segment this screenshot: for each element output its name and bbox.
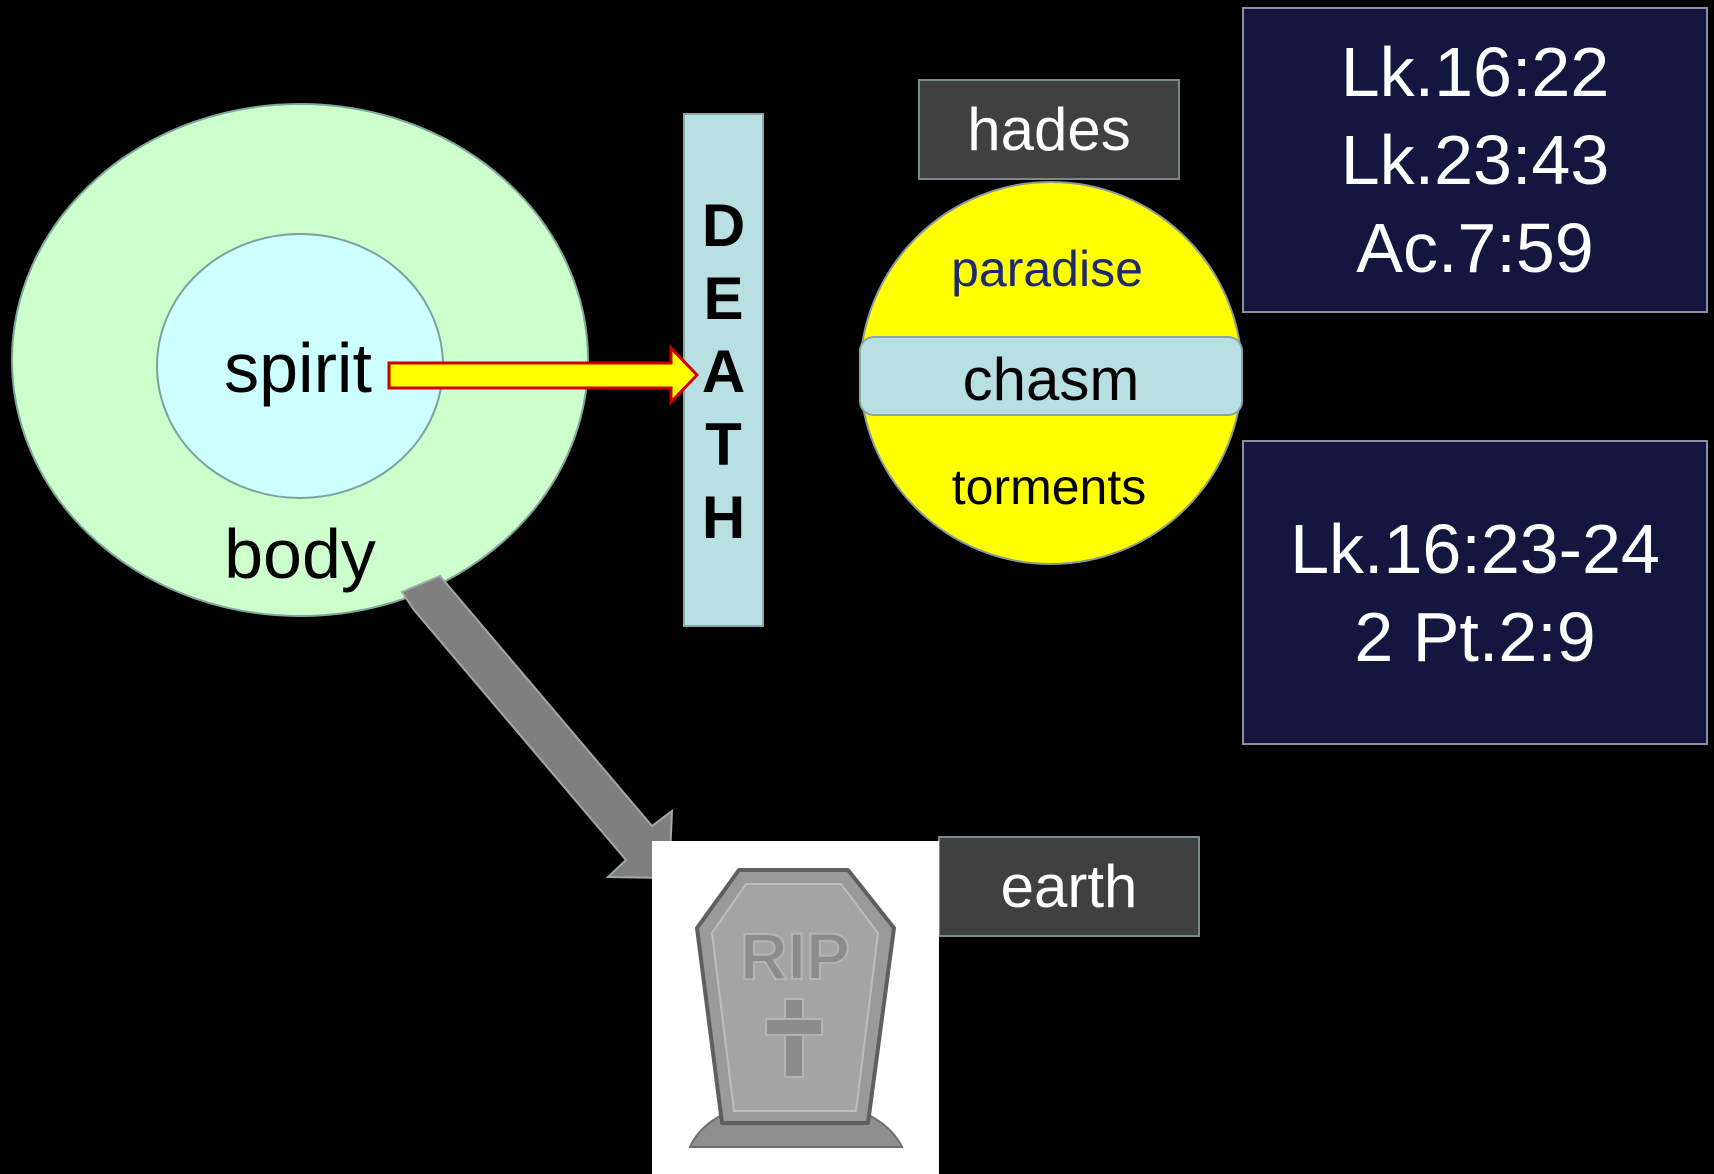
tombstone-cross-horizontal [765,1018,823,1036]
earth-label-box: earth [938,836,1200,937]
reference-text: Lk.16:22 [1340,33,1610,111]
hades-title-box: hades [918,79,1180,180]
spirit-label: spirit [224,329,372,407]
paradise-label: paradise [951,241,1143,297]
death-letter: E [703,265,744,332]
paradise-references-box: Lk.16:22 Lk.23:43 Ac.7:59 [1242,7,1708,313]
chasm-band [859,336,1243,416]
tombstone-rip-icon: RIP [688,868,904,1148]
reference-text: Lk.23:43 [1340,121,1610,199]
reference-text: Lk.16:23-24 [1290,509,1660,588]
death-letter: A [701,338,746,405]
death-letter: T [705,411,742,478]
death-letter: H [701,484,746,551]
reference-text: Ac.7:59 [1356,209,1594,287]
tombstone-inner-face [710,883,880,1112]
earth-label: earth [1000,853,1138,920]
body-label: body [224,515,376,593]
death-letter: D [701,192,746,259]
torments-references-box: Lk.16:23-24 2 Pt.2:9 [1242,440,1708,745]
reference-text: 2 Pt.2:9 [1354,597,1596,676]
tombstone-text: RIP [740,919,850,993]
tombstone-panel: RIP [652,841,939,1174]
tombstone-cross-vertical [784,998,804,1078]
chasm-label: chasm [963,346,1140,413]
death-bar: D E A T H [683,113,764,627]
body-to-earth-arrow [400,574,674,880]
torments-label: torments [952,459,1147,515]
hades-title: hades [967,96,1131,163]
